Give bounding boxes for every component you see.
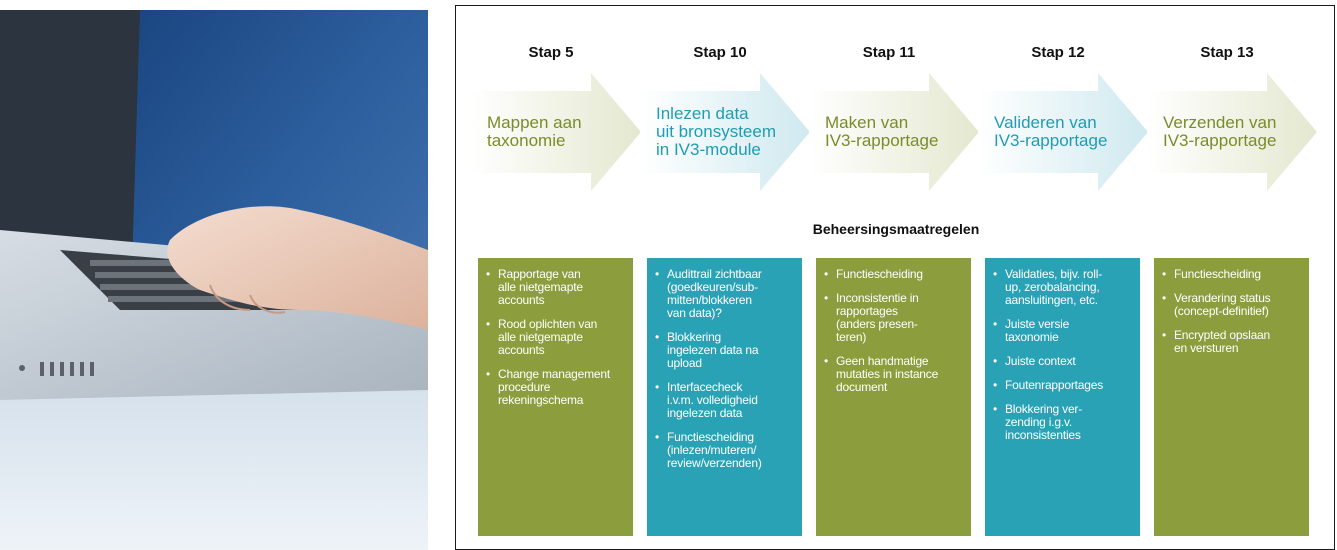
measures-list: Rapportage van alle nietgemapte accounts…	[486, 268, 627, 407]
measures-box: Audittrail zichtbaar (goedkeuren/sub- mi…	[647, 258, 802, 536]
measure-item: Functiescheiding	[1162, 268, 1303, 282]
measure-item: Change management procedure rekeningsche…	[486, 368, 627, 407]
measure-item: Juiste context	[993, 355, 1134, 369]
measure-item: Verandering status (concept-definitief)	[1162, 292, 1303, 318]
measure-item: Blokkering ingelezen data na upload	[655, 331, 796, 370]
measures-box: Rapportage van alle nietgemapte accounts…	[478, 258, 633, 536]
step-arrow-label: Valideren van IV3-rapportage	[994, 113, 1108, 150]
step-arrow-label: Inlezen data uit bronsysteem in IV3-modu…	[656, 104, 776, 159]
step-arrow: Inlezen data uit bronsysteem in IV3-modu…	[640, 73, 810, 191]
measure-item: Encrypted opslaan en versturen	[1162, 329, 1303, 355]
step-arrow-label: Maken van IV3-rapportage	[825, 113, 939, 150]
measures-list: FunctiescheidingVerandering status (conc…	[1162, 268, 1303, 355]
step-arrow-label: Mappen aan taxonomie	[487, 113, 582, 150]
step-arrow: Verzenden van IV3-rapportage	[1147, 73, 1317, 191]
measures-box: FunctiescheidingVerandering status (conc…	[1154, 258, 1309, 536]
measure-item: Foutenrapportages	[993, 379, 1134, 393]
laptop-photo	[0, 10, 428, 550]
measure-item: Functiescheiding	[824, 268, 965, 282]
step-arrow: Maken van IV3-rapportage	[809, 73, 979, 191]
step-arrow-label: Verzenden van IV3-rapportage	[1163, 113, 1277, 150]
process-diagram: Beheersingsmaatregelen Stap 5 Mappen aan …	[455, 5, 1335, 550]
measure-item: Rood oplichten van alle nietgemapte acco…	[486, 318, 627, 357]
measures-heading: Beheersingsmaatregelen	[812, 221, 980, 237]
measure-item: Validaties, bijv. roll- up, zerobalancin…	[993, 268, 1134, 307]
measures-list: Validaties, bijv. roll- up, zerobalancin…	[993, 268, 1134, 442]
step-title: Stap 13	[1200, 44, 1254, 61]
measure-item: Functiescheiding (inlezen/muteren/ revie…	[655, 431, 796, 470]
measure-item: Interfacecheck i.v.m. volledigheid ingel…	[655, 381, 796, 420]
measure-item: Juiste versie taxonomie	[993, 318, 1134, 344]
step-arrow: Mappen aan taxonomie	[471, 73, 641, 191]
step-title: Stap 5	[528, 44, 574, 61]
step-arrow: Valideren van IV3-rapportage	[978, 73, 1148, 191]
measure-item: Audittrail zichtbaar (goedkeuren/sub- mi…	[655, 268, 796, 320]
measure-item: Inconsistentie in rapportages (anders pr…	[824, 292, 965, 344]
step-title: Stap 12	[1031, 44, 1085, 61]
measure-item: Rapportage van alle nietgemapte accounts	[486, 268, 627, 307]
laptop-typing-image	[0, 10, 428, 550]
measure-item: Blokkering ver- zending i.g.v. inconsist…	[993, 403, 1134, 442]
measures-box: FunctiescheidingInconsistentie in rappor…	[816, 258, 971, 536]
measures-box: Validaties, bijv. roll- up, zerobalancin…	[985, 258, 1140, 536]
step-title: Stap 11	[862, 44, 916, 61]
measures-list: FunctiescheidingInconsistentie in rappor…	[824, 268, 965, 394]
measure-item: Geen handmatige mutaties in instance doc…	[824, 355, 965, 394]
step-title: Stap 10	[693, 44, 747, 61]
measures-list: Audittrail zichtbaar (goedkeuren/sub- mi…	[655, 268, 796, 470]
